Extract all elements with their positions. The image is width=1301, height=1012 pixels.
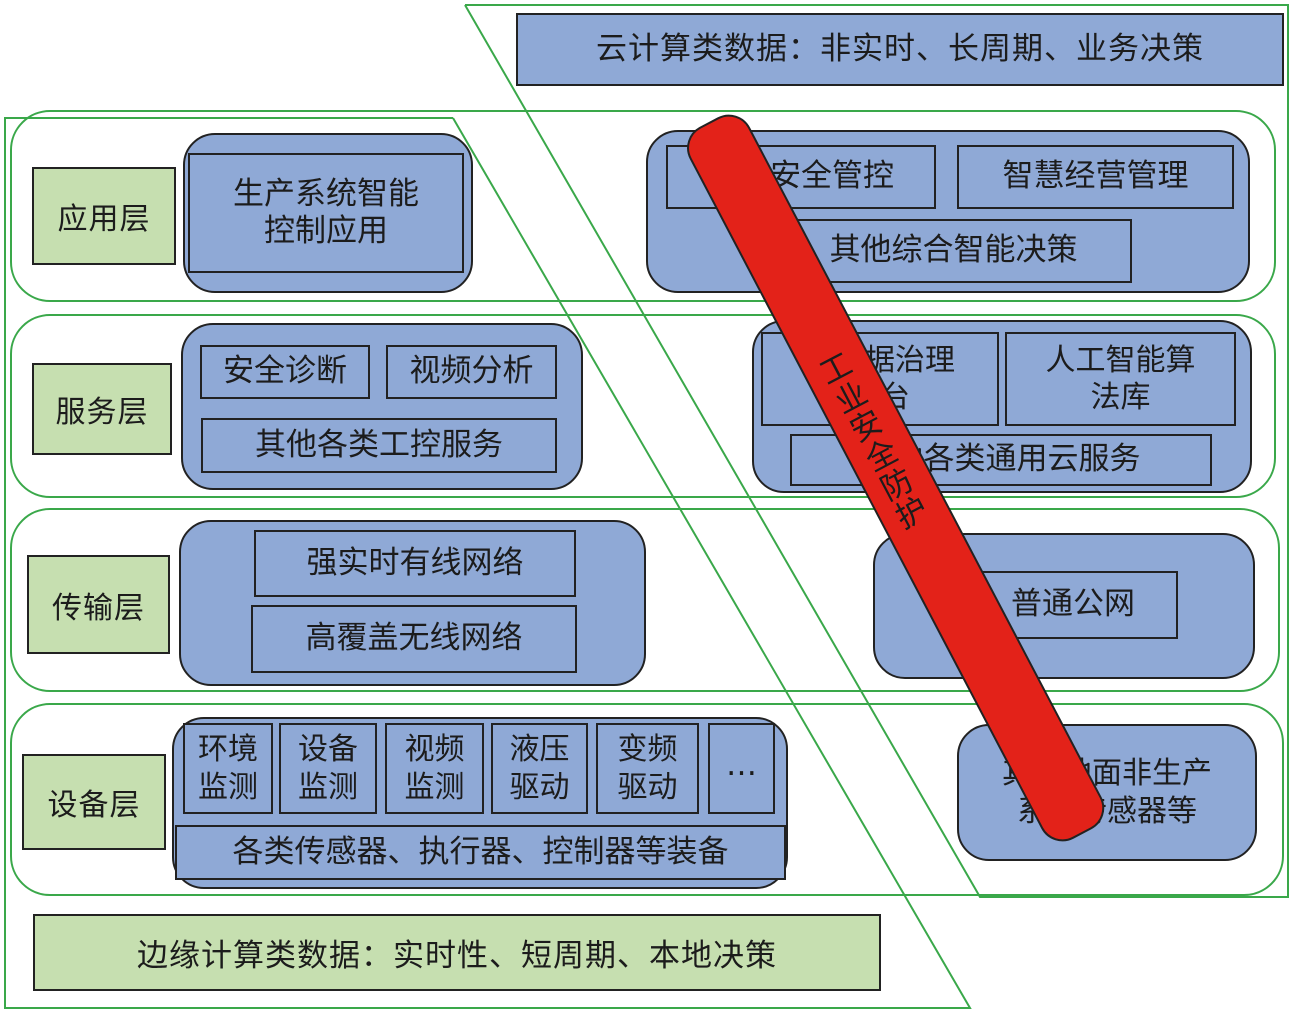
wired-network: 强实时有线网络 [254, 530, 576, 597]
ai-algorithm-library-line2: 法库 [1090, 380, 1151, 415]
cloud-banner: 云计算类数据：非实时、长周期、业务决策 [516, 13, 1284, 86]
device-item-vfd-drive-l1: 变频 [617, 732, 678, 767]
device-item-env-monitor: 环境 监测 [183, 723, 273, 814]
safety-diagnosis: 安全诊断 [200, 345, 370, 399]
edge-banner: 边缘计算类数据：实时性、短周期、本地决策 [33, 914, 881, 991]
video-analysis: 视频分析 [386, 345, 557, 399]
wireless-network: 高覆盖无线网络 [251, 605, 577, 673]
device-item-equipment-monitor: 设备 监测 [279, 723, 377, 814]
other-industrial-services: 其他各类工控服务 [201, 418, 557, 473]
production-control-app: 生产系统智能 控制应用 [188, 153, 464, 273]
service-layer-label: 服务层 [32, 363, 172, 455]
device-item-equipment-monitor-l1: 设备 [298, 732, 358, 767]
device-item-video-monitor-l1: 视频 [404, 732, 465, 767]
device-item-video-monitor: 视频 监测 [385, 723, 484, 814]
application-layer-label: 应用层 [32, 167, 176, 265]
device-item-video-monitor-l2: 监测 [404, 769, 465, 805]
device-item-env-monitor-l1: 环境 [198, 732, 258, 767]
device-item-more: … [708, 723, 775, 814]
transport-layer-label: 传输层 [27, 555, 170, 654]
ai-algorithm-library: 人工智能算 法库 [1005, 332, 1236, 426]
device-item-vfd-drive: 变频 驱动 [596, 723, 699, 814]
device-item-vfd-drive-l2: 驱动 [617, 769, 678, 805]
production-control-app-line1: 生产系统智能 [233, 175, 419, 212]
sensors-actuators-controllers: 各类传感器、执行器、控制器等装备 [175, 825, 786, 880]
device-item-hydraulic-drive-l1: 液压 [509, 732, 570, 767]
ai-algorithm-library-line1: 人工智能算 [1045, 342, 1196, 378]
smart-operations-management: 智慧经营管理 [957, 145, 1234, 209]
device-item-equipment-monitor-l2: 监测 [298, 769, 358, 805]
device-layer-label: 设备层 [22, 754, 166, 850]
other-smart-decisions: 其他综合智能决策 [775, 219, 1132, 283]
device-item-hydraulic-drive: 液压 驱动 [491, 723, 588, 814]
production-control-app-line2: 控制应用 [264, 213, 388, 249]
device-item-hydraulic-drive-l2: 驱动 [509, 769, 570, 805]
device-item-env-monitor-l2: 监测 [198, 769, 258, 805]
